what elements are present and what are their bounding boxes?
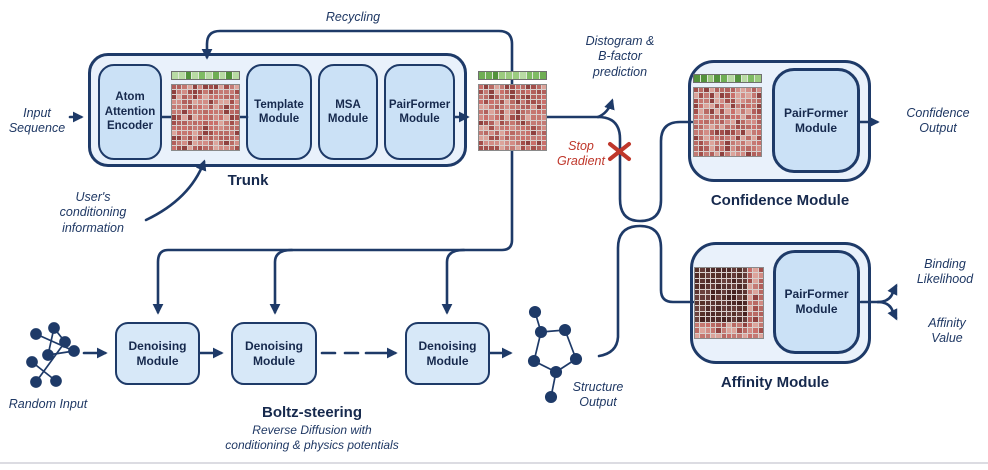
binding-likelihood-arrow <box>876 283 898 304</box>
trunk-to-denoising-feed-line <box>152 98 514 315</box>
msa-module-box: MSA Module <box>318 64 378 160</box>
random-input-graph-icon <box>26 322 80 388</box>
confidence-pairformer-box: PairFormer Module <box>772 68 860 173</box>
denoising-module-2-box: Denoising Module <box>231 322 317 385</box>
msa-module-label: MSA Module <box>327 98 369 125</box>
trunk-label: Trunk <box>227 172 269 189</box>
confidence-pair-heatmap <box>693 87 762 157</box>
affinity-pair-heatmap <box>694 267 764 339</box>
denoising-module-1-box: Denoising Module <box>115 322 200 385</box>
structure-output-label: Structure Output <box>572 380 624 410</box>
stop-gradient-label: Stop Gradient <box>557 139 605 169</box>
denoising-feed-branch-3 <box>441 248 466 315</box>
template-module-box: Template Module <box>246 64 312 160</box>
page-bottom-divider <box>0 462 988 464</box>
stop-gradient-x-icon <box>608 142 631 161</box>
atom-attention-encoder-label: Atom Attention Encoder <box>104 91 156 133</box>
trunk-output-sequence-bar <box>478 71 547 80</box>
affinity-value-arrow <box>876 300 898 321</box>
confidence-module-label: Confidence Module <box>710 192 850 209</box>
distogram-label: Distogram & B-factor prediction <box>585 34 655 79</box>
denoising-module-3-label: Denoising Module <box>418 338 477 368</box>
trunk-input-pair-heatmap <box>171 84 240 151</box>
trunk-to-confidence-line <box>545 115 694 223</box>
denoising-module-1-label: Denoising Module <box>128 338 187 368</box>
denoising-module-3-box: Denoising Module <box>405 322 490 385</box>
random-input-label: Random Input <box>8 397 88 411</box>
structure-to-affinity-line <box>597 224 695 358</box>
confidence-output-label: Confidence Output <box>906 106 970 136</box>
user-conditioning-arrow <box>144 159 207 222</box>
template-module-label: Template Module <box>254 98 304 125</box>
distogram-branch-arrow <box>596 98 615 119</box>
recycling-arrow <box>201 29 514 102</box>
denoising-module-2-label: Denoising Module <box>244 338 303 368</box>
structure-output-molecule-icon <box>527 305 583 404</box>
input-sequence-label: Input Sequence <box>8 106 66 136</box>
user-conditioning-label: User's conditioning information <box>59 190 127 235</box>
pairformer-module-box: PairFormer Module <box>384 64 455 160</box>
affinity-pairformer-box: PairFormer Module <box>773 250 860 354</box>
boltz-subtitle-line1: Reverse Diffusion with <box>252 423 372 437</box>
trunk-output-pair-heatmap <box>478 84 547 151</box>
atom-attention-encoder-box: Atom Attention Encoder <box>98 64 162 160</box>
affinity-pairformer-label: PairFormer Module <box>784 287 849 316</box>
boltz-subtitle-line2: conditioning & physics potentials <box>225 438 399 452</box>
confidence-sequence-bar <box>693 74 762 83</box>
confidence-pairformer-label: PairFormer Module <box>783 105 849 135</box>
affinity-value-label: Affinity Value <box>928 316 966 346</box>
denoising-feed-branch-2 <box>269 248 294 315</box>
recycling-label: Recycling <box>325 10 381 24</box>
binding-likelihood-label: Binding Likelihood <box>916 257 974 287</box>
boltz-steering-label: Boltz-steering <box>261 404 362 421</box>
trunk-input-sequence-bar <box>171 71 240 80</box>
pairformer-module-label: PairFormer Module <box>388 98 451 125</box>
affinity-module-label: Affinity Module <box>720 374 830 391</box>
